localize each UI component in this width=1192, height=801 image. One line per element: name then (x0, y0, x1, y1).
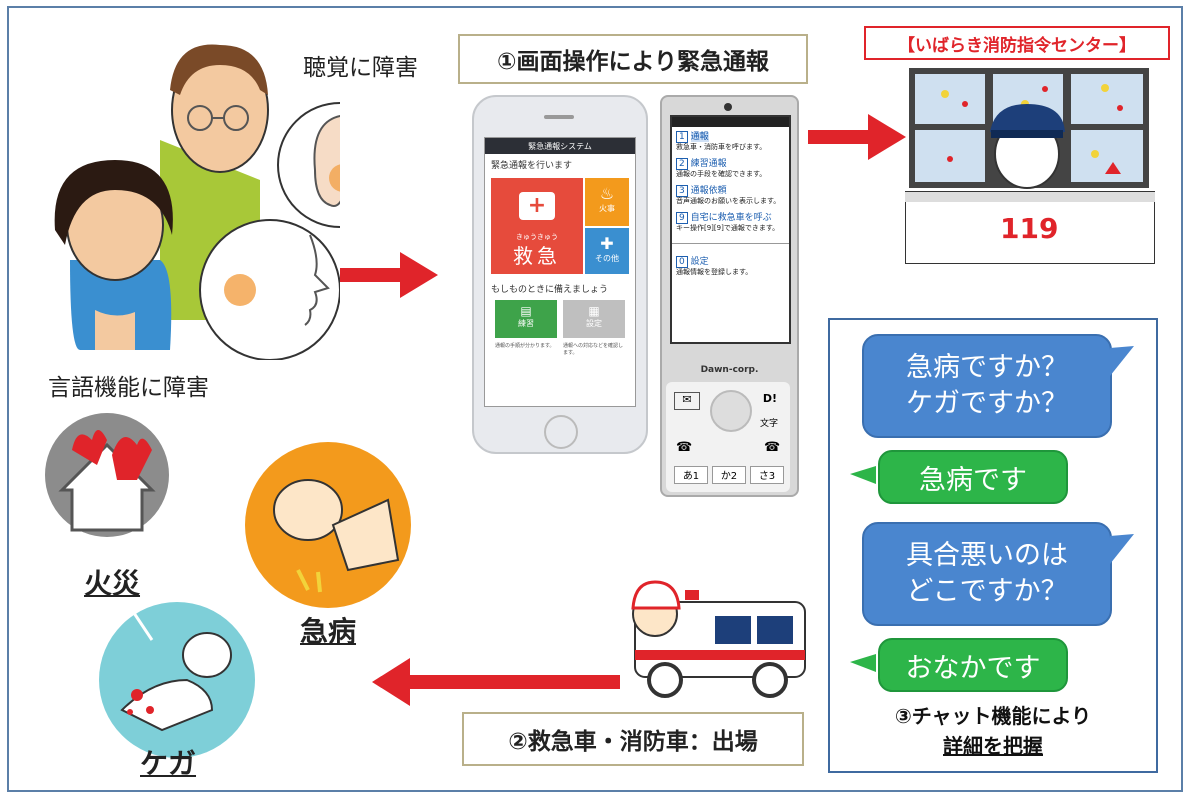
control-center-illustration (905, 68, 1155, 264)
fp-keypad: ✉ D! 文字 ☎ ☎ あ1 か2 さ3 (666, 382, 790, 492)
dpad[interactable] (710, 390, 752, 432)
chat-panel: 急病ですか？ ケガですか？ 急病です 具合悪いのは どこですか？ おなかです ③… (828, 318, 1158, 773)
end-key[interactable]: ☎ (764, 440, 781, 455)
step2-caption: ②救急車・消防車：出場 (462, 712, 804, 766)
fp-title-0: 設定 (690, 257, 709, 267)
kyukyu-ruby: きゅうきゅう (516, 233, 558, 241)
fp-camera (724, 103, 732, 111)
fp-desc-9: キー操作[9][9]で通報できます。 (676, 224, 780, 232)
feature-phone: 1 通報救急車・消防車を呼びます。 2 練習通報通報の手段を確認できます。 3 … (660, 95, 799, 497)
label-speech: 言語機能に障害 (48, 375, 209, 401)
label-injury: ケガ (140, 747, 197, 780)
fp-num-3: 3 (676, 185, 688, 197)
fp-menu-9[interactable]: 9 自宅に救急車を呼ぶキー操作[9][9]で通報できます。 (672, 208, 789, 235)
ambulance-illustration (631, 580, 806, 698)
people-illustration (54, 44, 340, 360)
bubble-tails (850, 346, 1134, 672)
chat-answer-1: 急病です (878, 450, 1068, 504)
fire-icon: ♨ (599, 184, 615, 203)
number-119: 119 (1000, 212, 1059, 245)
injury-illustration (99, 602, 255, 758)
outer-frame (7, 6, 1183, 792)
fp-desc-0: 通報情報を登録します。 (676, 268, 753, 276)
key-ka2[interactable]: か2 (712, 466, 746, 484)
arrow-to-scene (372, 658, 620, 706)
settings-icon: ▦ (588, 304, 600, 318)
first-aid-icon: + (519, 192, 555, 220)
smartphone: 緊急通報システム 緊急通報を行います + きゅうきゅう 救急 ♨ 火事 ✚ その… (472, 95, 648, 454)
fp-num-9: 9 (676, 212, 688, 224)
label-fire: 火災 (84, 567, 141, 600)
fp-status (672, 117, 789, 127)
tile-settings-label: 設定 (586, 319, 602, 328)
kasai-label: 火事 (599, 204, 615, 213)
fp-menu-3[interactable]: 3 通報依頼音声通報のお願いを表示します。 (672, 181, 789, 208)
kyukyu-button[interactable]: + きゅうきゅう 救急 (491, 178, 583, 274)
sonota-label: その他 (595, 254, 619, 263)
tile-settings[interactable]: ▦ 設定 (563, 300, 625, 338)
app-header: 緊急通報システム (485, 138, 635, 154)
step1-caption: ①画面操作により緊急通報 (458, 34, 808, 84)
arrow-to-center (808, 114, 906, 160)
fp-num-2: 2 (676, 158, 688, 170)
smartphone-screen: 緊急通報システム 緊急通報を行います + きゅうきゅう 救急 ♨ 火事 ✚ その… (484, 137, 636, 407)
fp-menu-0[interactable]: 0 設定通報情報を登録します。 (672, 243, 789, 279)
step3-line2: 詳細を把握 (943, 734, 1043, 758)
chat-question-1: 急病ですか？ ケガですか？ (862, 334, 1112, 438)
fp-num-1: 1 (676, 131, 688, 143)
fp-brand: Dawn-corp. (700, 365, 759, 375)
fire-illustration (45, 413, 169, 537)
fp-title-3: 通報依頼 (690, 186, 727, 196)
kasai-button[interactable]: ♨ 火事 (585, 178, 629, 226)
arrow-to-phone (340, 252, 438, 298)
label-hearing: 聴覚に障害 (303, 55, 418, 81)
key-a1[interactable]: あ1 (674, 466, 708, 484)
chat-question-2: 具合悪いのは どこですか？ (862, 522, 1112, 626)
fp-desc-1: 救急車・消防車を呼びます。 (676, 143, 767, 151)
kyukyu-label: 救急 (513, 244, 561, 268)
illness-illustration (245, 442, 411, 608)
tile-practice-desc: 通報の手順が分かります。 (495, 343, 555, 349)
smartphone-speaker (544, 115, 574, 119)
fp-title-2: 練習通報 (690, 159, 727, 169)
fp-menu-2[interactable]: 2 練習通報通報の手段を確認できます。 (672, 154, 789, 181)
fp-desc-3: 音声通報のお願いを表示します。 (676, 197, 781, 205)
key-sa3[interactable]: さ3 (750, 466, 784, 484)
moji-key[interactable]: 文字 (760, 419, 779, 429)
di-key[interactable]: D! (762, 392, 778, 405)
app-prompt: 緊急通報を行います (491, 161, 573, 171)
fp-screen: 1 通報救急車・消防車を呼びます。 2 練習通報通報の手段を確認できます。 3 … (670, 115, 791, 344)
center-label: 【いばらき消防指令センター】 (864, 26, 1170, 60)
chat-answer-2: おなかです (878, 638, 1068, 692)
fp-menu-1[interactable]: 1 通報救急車・消防車を呼びます。 (672, 127, 789, 154)
home-button[interactable] (544, 415, 578, 449)
other-icon: ✚ (600, 234, 614, 253)
doc-icon: ▤ (520, 304, 532, 318)
tile-practice[interactable]: ▤ 練習 (495, 300, 557, 338)
section-title: もしものときに備えましょう (491, 285, 609, 295)
label-illness: 急病 (300, 615, 357, 648)
fp-num-0: 0 (676, 256, 688, 268)
tile-practice-label: 練習 (518, 319, 534, 328)
sonota-button[interactable]: ✚ その他 (585, 228, 629, 274)
call-key[interactable]: ☎ (676, 440, 693, 455)
app-title: 緊急通報システム (528, 141, 592, 151)
fp-desc-2: 通報の手段を確認できます。 (676, 170, 767, 178)
man-figure (160, 44, 269, 320)
step3-line1: ③チャット機能により (894, 704, 1092, 728)
fp-title-9: 自宅に救急車を呼ぶ (690, 213, 772, 223)
mail-key[interactable]: ✉ (674, 392, 700, 410)
fp-title-1: 通報 (690, 132, 709, 142)
tile-settings-desc: 通報への対応などを確認します。 (563, 343, 624, 356)
woman-figure (54, 160, 173, 350)
